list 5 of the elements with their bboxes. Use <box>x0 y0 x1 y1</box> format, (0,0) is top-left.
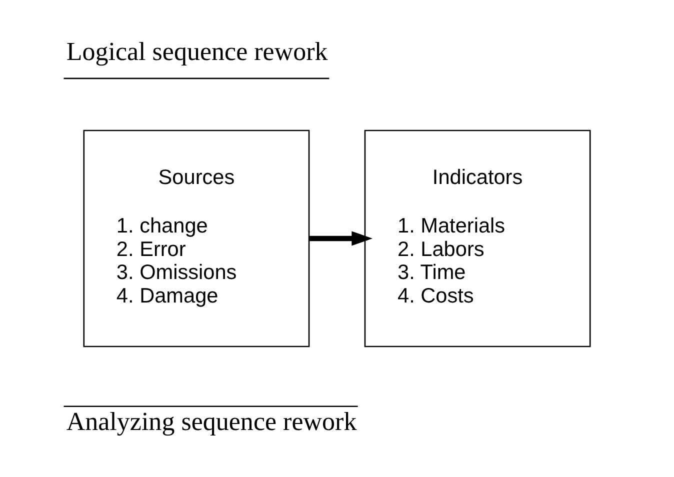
arrow <box>310 231 373 246</box>
node-box: Sources 1. change 2. Error 3. Omissions 4. Damage <box>83 130 310 348</box>
label: Analyzing sequence rework <box>66 406 357 436</box>
node-box: Indicators 1. Materials 2. Labors 3. Time 4. Costs <box>364 130 591 348</box>
label: Logical sequence rework <box>66 37 328 66</box>
